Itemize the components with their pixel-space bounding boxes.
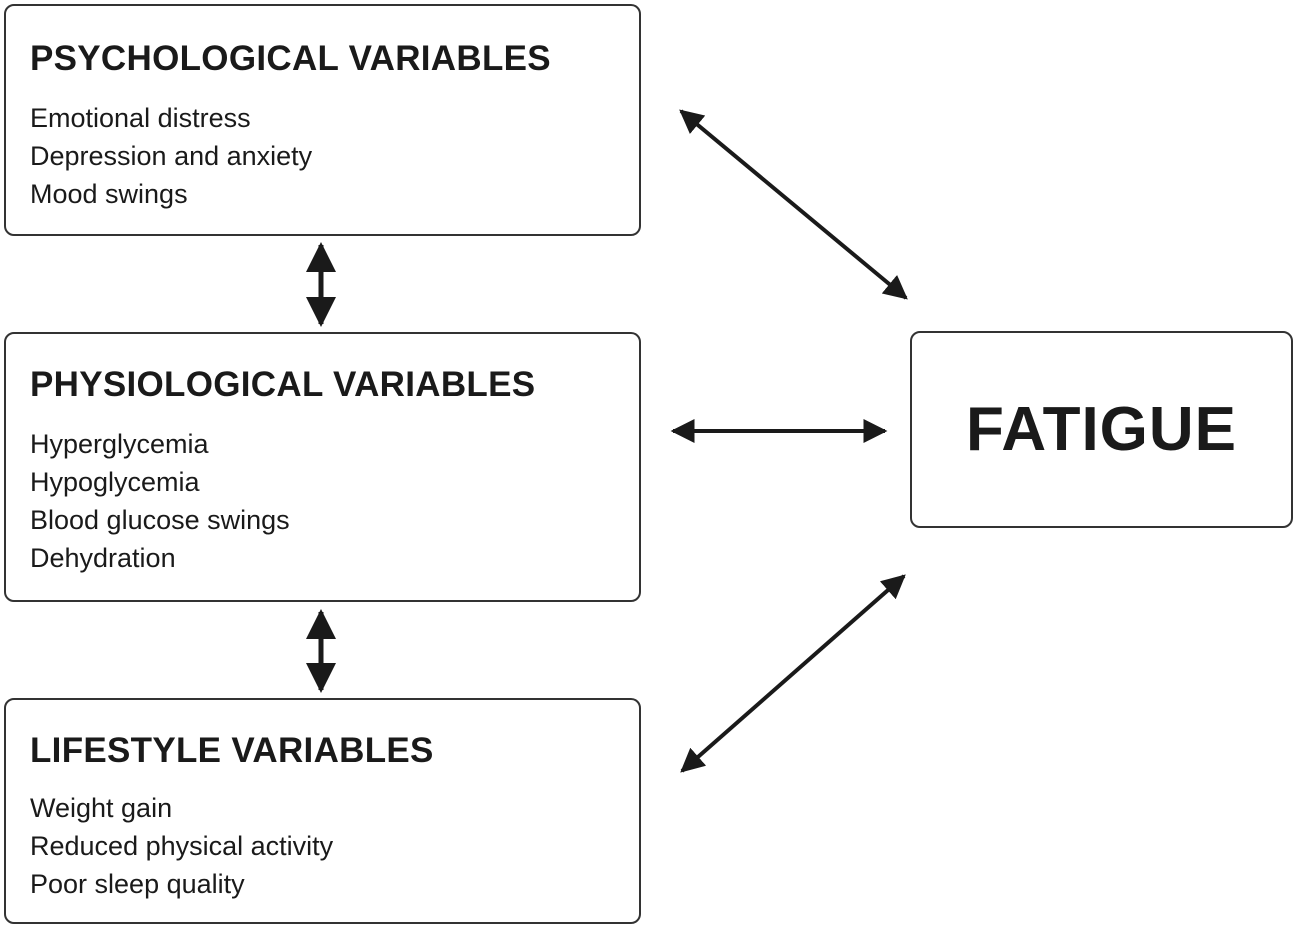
list-item: Reduced physical activity — [30, 831, 334, 861]
list-item: Poor sleep quality — [30, 869, 245, 899]
physiological-variables-title: PHYSIOLOGICAL VARIABLES — [30, 365, 536, 404]
fatigue-box: FATIGUE — [910, 331, 1293, 528]
list-item: Mood swings — [30, 179, 188, 209]
list-item: Dehydration — [30, 543, 176, 573]
lifestyle-variables-list: Weight gain Reduced physical activity Po… — [30, 789, 333, 903]
psychological-variables-title: PSYCHOLOGICAL VARIABLES — [30, 39, 551, 78]
list-item: Hypoglycemia — [30, 467, 200, 497]
physiological-variables-list: Hyperglycemia Hypoglycemia Blood glucose… — [30, 425, 290, 577]
physiological-variables-box: PHYSIOLOGICAL VARIABLES Hyperglycemia Hy… — [4, 332, 641, 602]
list-item: Emotional distress — [30, 103, 251, 133]
list-item: Depression and anxiety — [30, 141, 313, 171]
lifestyle-variables-title: LIFESTYLE VARIABLES — [30, 731, 434, 770]
lifestyle-variables-box: LIFESTYLE VARIABLES Weight gain Reduced … — [4, 698, 641, 924]
psychological-variables-list: Emotional distress Depression and anxiet… — [30, 99, 312, 213]
list-item: Weight gain — [30, 793, 173, 823]
list-item: Blood glucose swings — [30, 505, 290, 535]
psychological-variables-box: PSYCHOLOGICAL VARIABLES Emotional distre… — [4, 4, 641, 236]
arrow-psychological-fatigue — [679, 109, 908, 300]
list-item: Hyperglycemia — [30, 429, 209, 459]
fatigue-title: FATIGUE — [965, 395, 1238, 464]
arrow-lifestyle-fatigue — [680, 574, 906, 773]
